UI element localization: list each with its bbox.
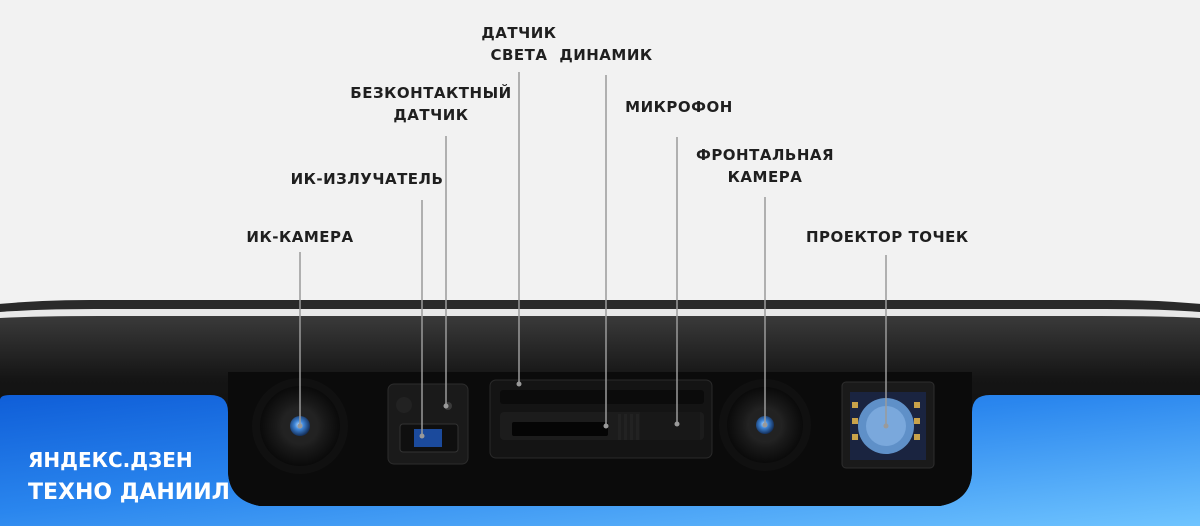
label-speaker: ДИНАМИК: [559, 46, 653, 64]
label-light-sensor: ДАТЧИК СВЕТА: [481, 24, 557, 64]
watermark-line-2: ТЕХНО ДАНИИЛ: [28, 480, 230, 505]
watermark-line-1: ЯНДЕКС.ДЗЕН: [28, 448, 193, 472]
speaker-grille: [512, 422, 608, 436]
label-microphone: МИКРОФОН: [625, 98, 733, 116]
speaker-fins: [618, 414, 639, 440]
label-ir-emitter: ИК-ИЗЛУЧАТЕЛЬ: [290, 170, 444, 188]
screen-left: [0, 395, 1200, 526]
leader-lines: [299, 72, 887, 436]
label-proximity-sensor: БЕЗКОНТАКТНЫЙ ДАТЧИК: [350, 84, 512, 124]
label-dot-projector: ПРОЕКТОР ТОЧЕК: [806, 228, 969, 246]
label-ir-camera: ИК-КАМЕРА: [246, 228, 354, 246]
label-front-camera: ФРОНТАЛЬНАЯ КАМЕРА: [695, 146, 835, 186]
ir-emitter-lens: [414, 429, 442, 447]
